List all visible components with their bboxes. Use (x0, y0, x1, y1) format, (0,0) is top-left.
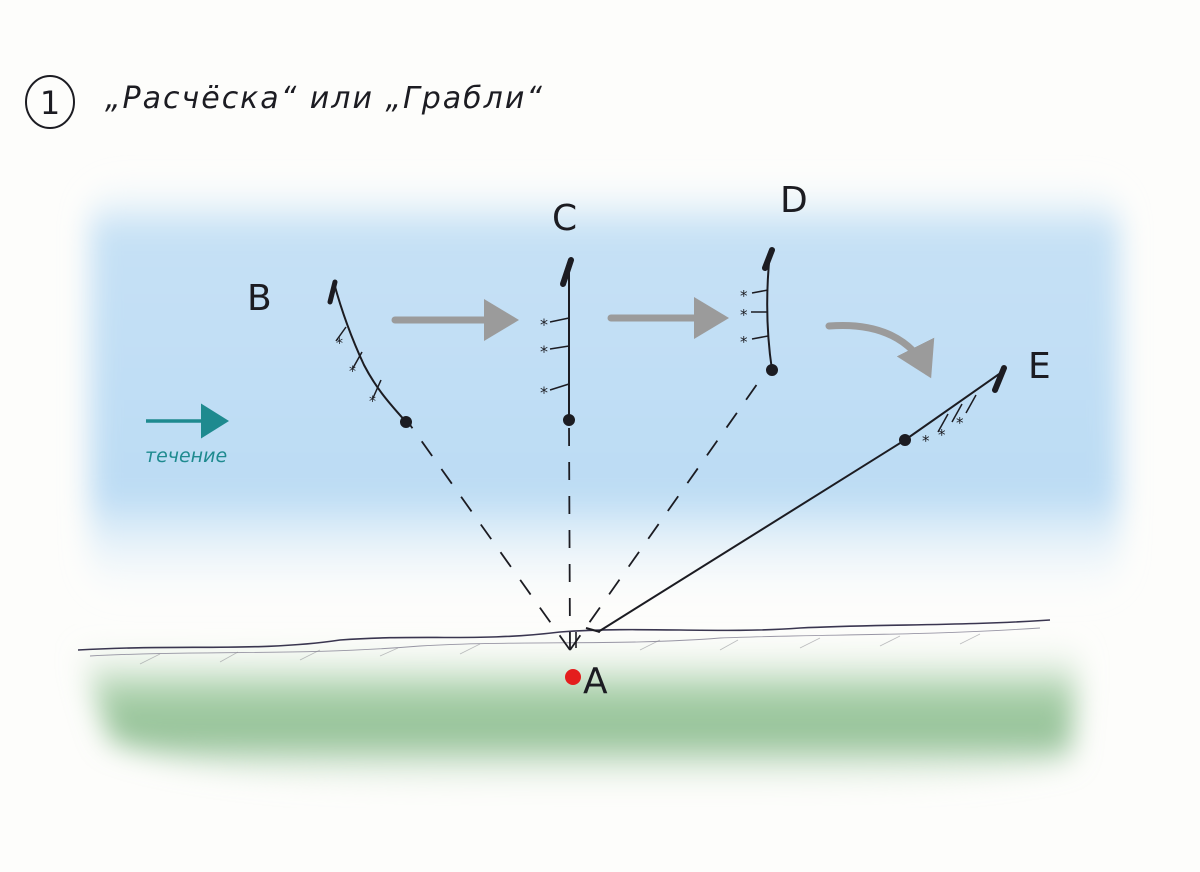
rig-b: * * * (327, 279, 412, 428)
svg-text:*: * (540, 383, 548, 402)
shoreline-sketch (89, 627, 1041, 657)
svg-text:*: * (740, 306, 748, 324)
sinker-d (766, 364, 778, 376)
point-label-d: D (780, 180, 808, 221)
float-d (762, 247, 775, 271)
motion-arrow-d-e (825, 321, 935, 379)
svg-text:*: * (349, 364, 356, 380)
svg-text:*: * (540, 315, 548, 334)
rig-d: * * * (740, 247, 778, 376)
svg-text:*: * (540, 342, 548, 361)
float-e (992, 365, 1007, 393)
line-to-b (407, 421, 571, 651)
rig-c: * * * (540, 257, 575, 426)
float-b (327, 279, 338, 305)
svg-text:*: * (922, 432, 930, 450)
title-number-circle (25, 75, 75, 129)
bank-hatching (139, 633, 981, 665)
svg-text:*: * (740, 333, 748, 351)
sinker-e (899, 434, 911, 446)
point-label-c: C (552, 198, 577, 239)
sinker-c (563, 414, 575, 426)
svg-text:*: * (956, 414, 964, 432)
svg-text:*: * (740, 287, 748, 305)
water-area (90, 180, 1120, 600)
sinker-b (400, 416, 412, 428)
angler-position (565, 669, 581, 685)
title-number: 1 (40, 84, 60, 122)
rig-e: * * * (899, 365, 1007, 450)
line-to-d (569, 379, 761, 651)
title-text: „Расчёска“ или „Грабли“ (105, 81, 544, 116)
river-bank (80, 640, 1080, 792)
svg-text:*: * (938, 426, 946, 444)
point-label-b: B (247, 278, 272, 319)
svg-text:*: * (336, 336, 343, 352)
cast-lines (407, 379, 761, 651)
point-label-a: A (583, 661, 608, 702)
title: 1 „Расчёска“ или „Грабли“ (25, 75, 544, 129)
current-label: течение (145, 445, 227, 467)
line-to-c (568, 423, 571, 651)
float-c (560, 257, 574, 287)
point-label-e: E (1028, 346, 1051, 387)
shoreline (77, 619, 1051, 651)
svg-text:*: * (369, 394, 376, 410)
